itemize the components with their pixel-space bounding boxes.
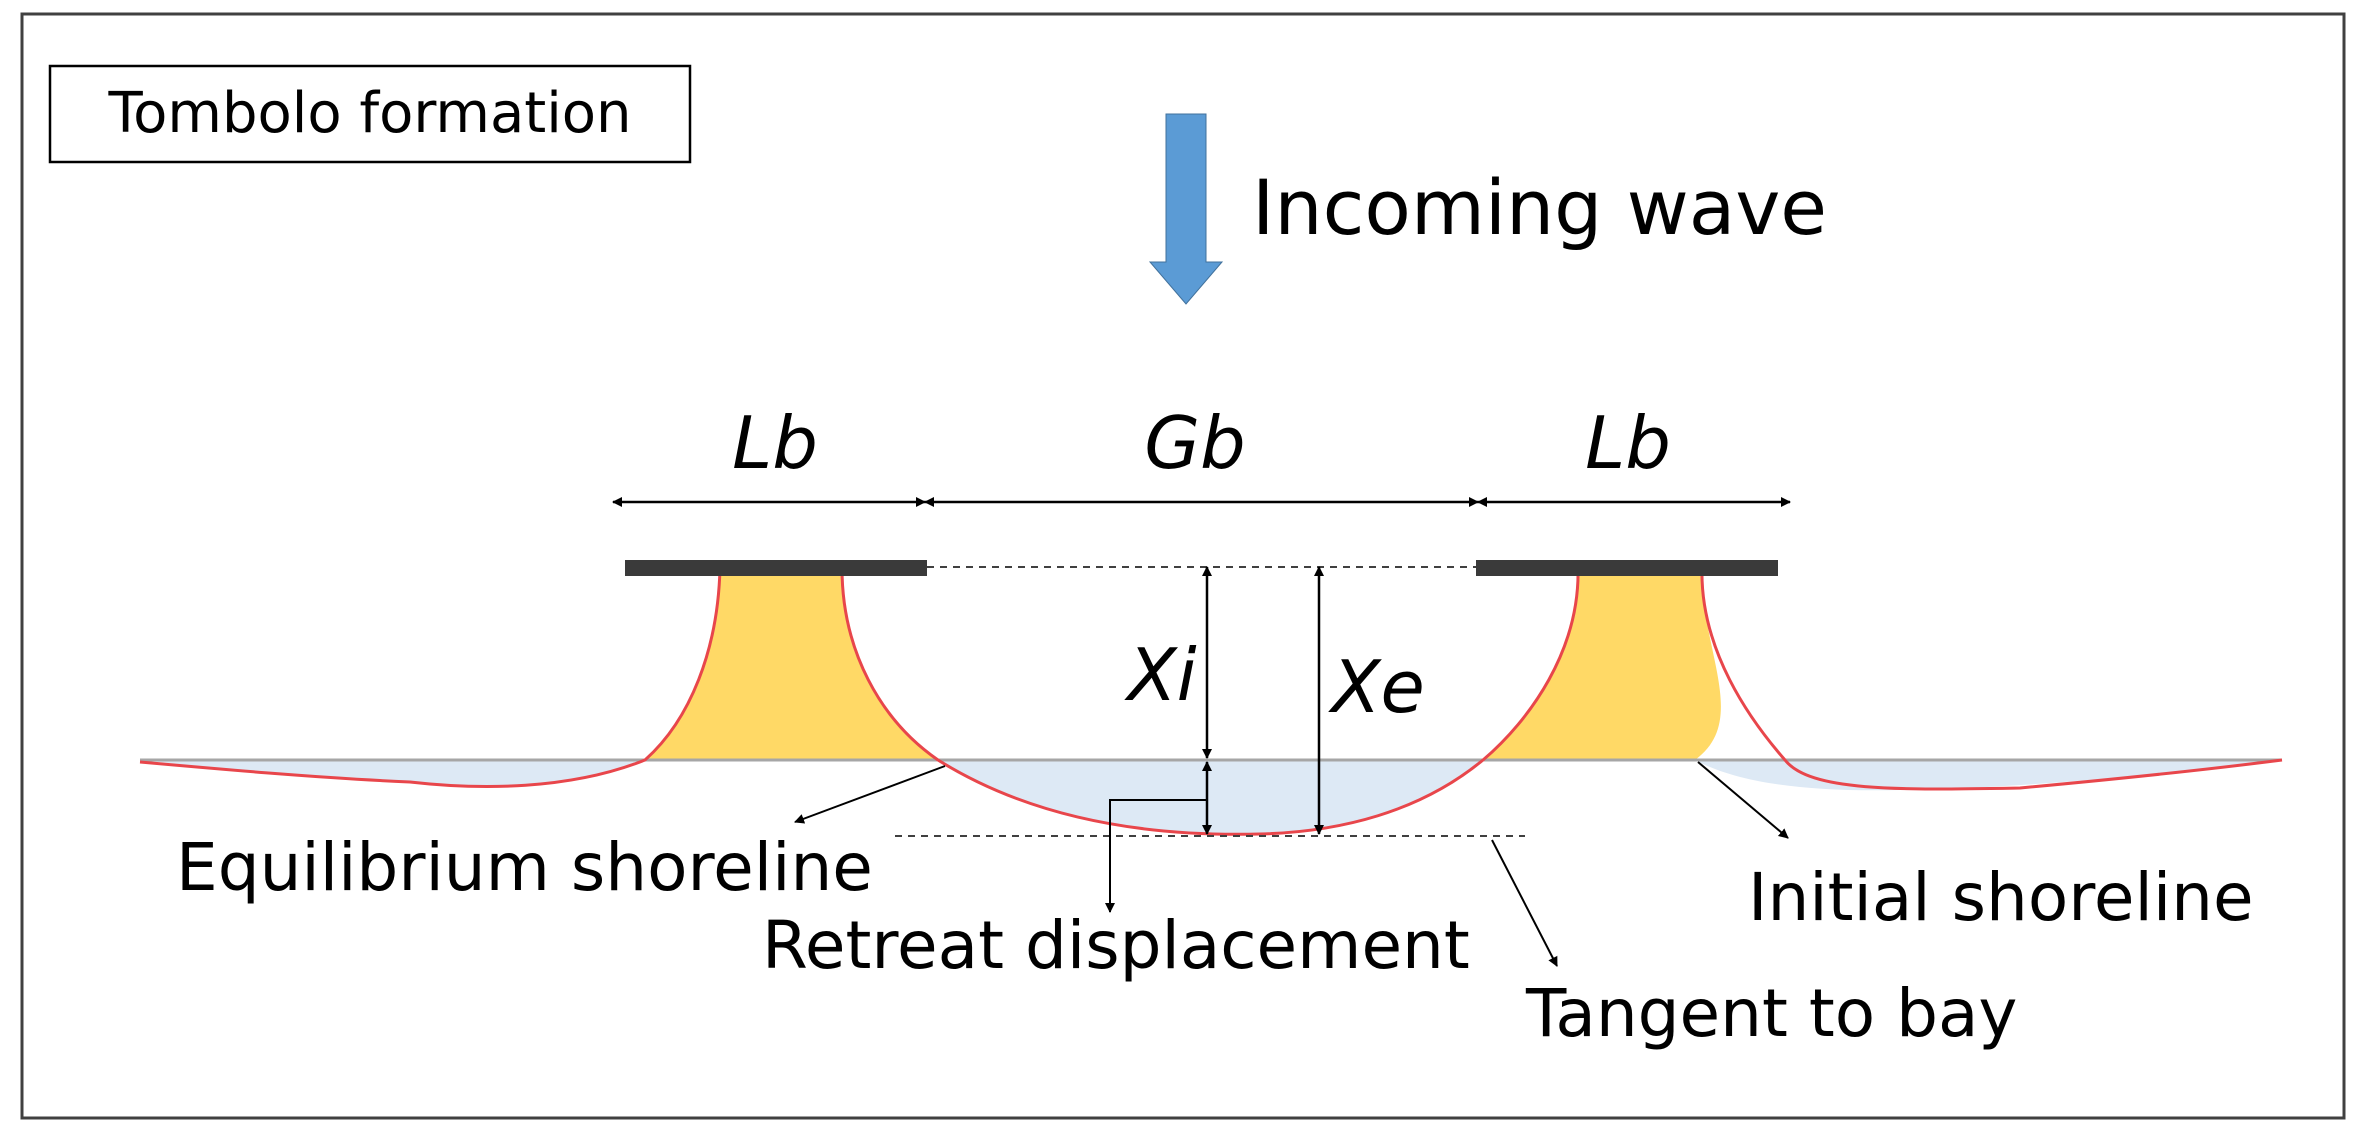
label-gb: Gb	[1144, 401, 1246, 485]
title-box	[48, 64, 692, 164]
callout-initial-shoreline: Initial shoreline	[1748, 859, 2254, 936]
equilibrium-shoreline-curve	[139, 567, 2283, 836]
diagram-title: Tombolo formation	[107, 81, 631, 146]
leader-tangent-to-bay	[1491, 839, 1558, 967]
label-xe: Xe	[1327, 645, 1425, 729]
incoming-wave-label: Incoming wave	[1252, 163, 1827, 252]
leader-initial-shoreline	[1697, 761, 1789, 839]
leader-retreat-displacement	[1105, 799, 1207, 913]
tombolo-right	[1483, 568, 1721, 760]
label-xi: Xi	[1123, 633, 1196, 717]
tombolo-left	[645, 568, 938, 760]
incoming-wave-arrow-icon	[1148, 113, 1224, 305]
water-region-left	[140, 760, 645, 787]
breakwater-right	[1476, 560, 1778, 576]
callout-equilibrium-shoreline: Equilibrium shoreline	[176, 829, 873, 906]
callout-tangent-to-bay: Tangent to bay	[1525, 975, 2018, 1052]
label-lb-right: Lb	[1585, 401, 1671, 485]
label-lb-left: Lb	[732, 401, 818, 485]
leader-equilibrium-shoreline	[794, 765, 946, 824]
breakwater-left	[625, 560, 927, 576]
callout-retreat-displacement: Retreat displacement	[762, 907, 1470, 984]
